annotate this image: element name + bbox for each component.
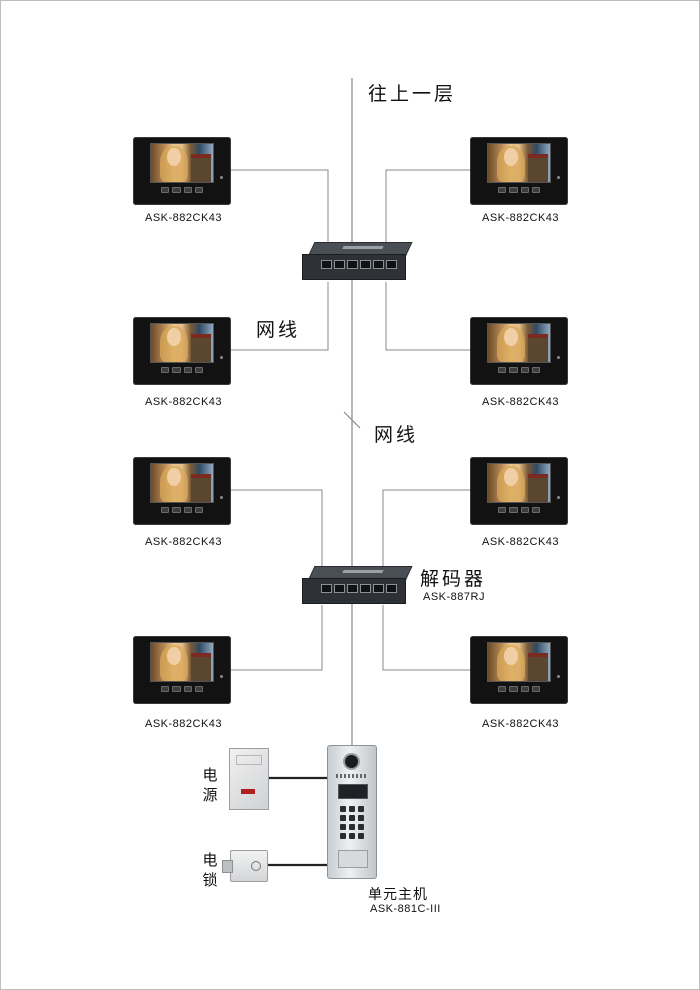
monitor-model-label: ASK-882CK43 <box>482 212 560 224</box>
indoor-monitor <box>133 317 231 385</box>
wire-m6 <box>382 489 470 566</box>
indoor-monitor <box>470 636 568 704</box>
monitor-model-label: ASK-882CK43 <box>482 536 560 548</box>
electric-lock <box>222 850 268 882</box>
main-unit-model: ASK-881C-III <box>370 903 441 915</box>
wire-m3 <box>230 282 329 351</box>
indoor-monitor <box>470 457 568 525</box>
up-floor-label: 往上一层 <box>368 83 457 105</box>
indoor-monitor <box>133 137 231 205</box>
wire-m5 <box>230 489 323 566</box>
indoor-monitor <box>133 636 231 704</box>
decoder-title: 解码器 <box>420 568 487 590</box>
lock-label: 电锁 <box>202 851 218 889</box>
wire-m1 <box>230 169 329 243</box>
wire-m7 <box>230 605 323 671</box>
network-cable-label: 网线 <box>374 424 419 446</box>
riser-break-mark <box>343 411 361 429</box>
indoor-monitor <box>470 137 568 205</box>
monitor-model-label: ASK-882CK43 <box>145 536 223 548</box>
monitor-model-label: ASK-882CK43 <box>482 396 560 408</box>
decoder-switch-upper <box>302 242 413 282</box>
wire-m4 <box>385 282 470 351</box>
camera-icon <box>345 755 358 768</box>
decoder-model: ASK-887RJ <box>423 591 485 603</box>
wire-m2 <box>385 169 470 243</box>
power-supply <box>229 748 269 810</box>
monitor-model-label: ASK-882CK43 <box>145 212 223 224</box>
main-unit-title: 单元主机 <box>368 887 428 903</box>
network-cable-label: 网线 <box>256 319 301 341</box>
indoor-monitor <box>133 457 231 525</box>
indoor-monitor <box>470 317 568 385</box>
power-label: 电源 <box>202 766 218 804</box>
card-reader <box>338 850 368 868</box>
door-station <box>327 745 377 879</box>
decoder-switch-lower <box>302 566 413 606</box>
keypad <box>340 806 364 839</box>
monitor-model-label: ASK-882CK43 <box>145 718 223 730</box>
monitor-model-label: ASK-882CK43 <box>482 718 560 730</box>
monitor-model-label: ASK-882CK43 <box>145 396 223 408</box>
wire-m8 <box>382 605 470 671</box>
